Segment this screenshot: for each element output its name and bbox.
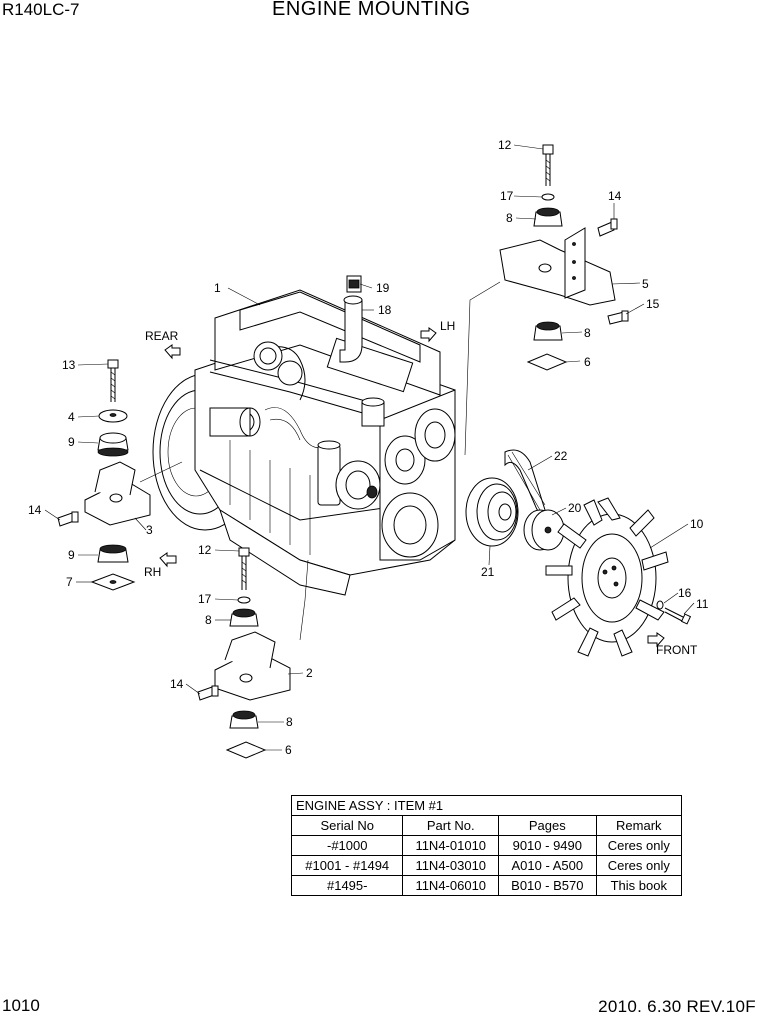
callout: 9 (68, 435, 75, 449)
part-cell: 11N4-03010 (402, 855, 500, 876)
callout: 1 (214, 281, 221, 295)
table-row: -#1000 11N4-01010 9010 - 9490 Ceres only (290, 835, 683, 856)
rear-arrow-icon (164, 344, 181, 360)
front-arrow-icon (647, 632, 665, 648)
engine-assembly (152, 275, 456, 596)
column-header: Remark (595, 815, 683, 836)
callout: 6 (584, 355, 591, 369)
pages-cell: B010 - B570 (498, 875, 597, 896)
left-front-mount (464, 144, 629, 456)
direction-markers: REAR LH RH FRONT (144, 319, 698, 657)
callout: 9 (68, 548, 75, 562)
rh-label: RH (144, 565, 161, 579)
remark-cell: Ceres only (595, 835, 683, 856)
callout: 11 (696, 597, 709, 611)
fan-drive-group (465, 449, 692, 657)
table-row: #1495- 11N4-06010 B010 - B570 This book (290, 875, 683, 896)
remark-cell: Ceres only (595, 855, 683, 876)
callout: 18 (378, 303, 392, 317)
column-header: Part No. (402, 815, 500, 836)
serial-cell: -#1000 (290, 835, 404, 856)
callout: 14 (608, 189, 622, 203)
callout: 14 (28, 503, 42, 517)
callout: 17 (198, 592, 212, 606)
part-cell: 11N4-06010 (402, 875, 500, 896)
leader-lines (44, 144, 695, 751)
serial-cell: #1495- (290, 875, 404, 896)
callout: 12 (198, 543, 212, 557)
lh-label: LH (440, 319, 455, 333)
page-title: ENGINE MOUNTING (272, 0, 471, 20)
pages-cell: A010 - A500 (498, 855, 597, 876)
callout: 19 (376, 281, 390, 295)
table-caption: ENGINE ASSY : ITEM #1 (291, 795, 682, 816)
cooling-fan (545, 497, 669, 657)
callout: 17 (500, 189, 514, 203)
rh-arrow-icon (159, 552, 177, 568)
callout: 8 (286, 715, 293, 729)
page-number: 1010 (2, 996, 40, 1015)
table-row: #1001 - #1494 11N4-03010 A010 - A500 Cer… (290, 855, 683, 876)
column-header: Serial No (290, 815, 404, 836)
lh-arrow-icon (420, 327, 437, 343)
front-label: FRONT (656, 643, 698, 657)
remark-cell: This book (595, 875, 683, 896)
part-cell: 11N4-01010 (402, 835, 500, 856)
front-right-mount (197, 547, 309, 759)
callout: 8 (506, 211, 513, 225)
callout: 20 (568, 501, 582, 515)
callout: 6 (285, 743, 292, 757)
callout: 12 (498, 138, 512, 152)
rear-right-mount (57, 359, 183, 591)
callout: 14 (170, 677, 184, 691)
rear-label: REAR (145, 329, 179, 343)
revision-date: 2010. 6.30 REV.10F (598, 997, 756, 1016)
callout: 8 (584, 326, 591, 340)
callout: 5 (642, 277, 649, 291)
callout: 2 (306, 666, 313, 680)
callout: 7 (66, 575, 73, 589)
callout: 16 (678, 586, 692, 600)
model-code: R140LC-7 (2, 0, 80, 19)
column-header: Pages (498, 815, 597, 836)
callout: 4 (68, 410, 75, 424)
part-callouts: 1 19 18 12 17 8 14 5 15 8 6 13 4 9 14 3 … (28, 138, 709, 757)
callout: 10 (690, 517, 704, 531)
serial-cell: #1001 - #1494 (290, 855, 404, 876)
callout: 3 (146, 523, 153, 537)
callout: 13 (62, 358, 76, 372)
callout: 15 (646, 297, 660, 311)
callout: 22 (554, 449, 568, 463)
engine-assy-table: ENGINE ASSY : ITEM #1 Serial No Part No.… (290, 795, 683, 896)
callout: 21 (481, 565, 495, 579)
pages-cell: 9010 - 9490 (498, 835, 597, 856)
callout: 8 (205, 613, 212, 627)
table-header-row: Serial No Part No. Pages Remark (290, 815, 683, 836)
